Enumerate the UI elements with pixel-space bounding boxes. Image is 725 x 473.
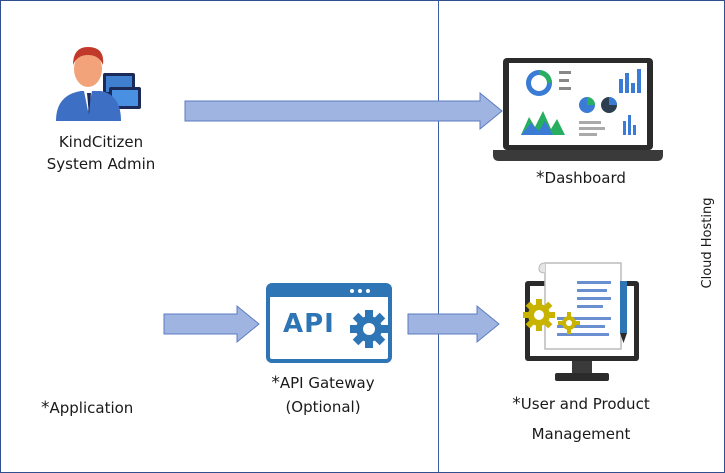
cloud-hosting-label: Cloud Hosting (700, 197, 715, 289)
admin-label-line1: KindCitizen (58, 133, 144, 151)
api-icon-text: API (283, 309, 335, 339)
api-gateway-label: *API Gateway (Optional) (253, 371, 393, 419)
user-product-asterisk: * (512, 394, 521, 414)
admin-person-icon (56, 47, 141, 121)
api-gateway-icon (266, 283, 392, 363)
api-gateway-label-line1: *API Gateway (253, 371, 393, 395)
arrow-api-to-user-management (407, 304, 500, 344)
dashboard-label: *Dashboard (511, 167, 651, 189)
user-product-label-line2: Management (531, 425, 631, 443)
dashboard-asterisk: * (536, 168, 545, 188)
application-asterisk: * (41, 398, 50, 418)
user-product-label-line1: *User and Product (496, 389, 666, 419)
api-gateway-asterisk: * (271, 373, 280, 393)
application-label-text: Application (49, 399, 134, 417)
admin-label-line2: System Admin (46, 155, 156, 173)
user-product-management-icon (523, 262, 639, 381)
user-product-management-label: *User and Product Management (496, 389, 666, 449)
arrow-application-to-api (163, 304, 260, 344)
api-gateway-label-line2: (Optional) (285, 398, 361, 416)
dashboard-label-text: Dashboard (544, 169, 626, 187)
api-gateway-label-text: API Gateway (279, 374, 375, 392)
application-label: *Application (41, 397, 151, 419)
dashboard-laptop-icon (493, 58, 663, 161)
arrow-admin-to-dashboard (184, 91, 503, 131)
cloud-boundary-line (438, 1, 439, 472)
admin-label: KindCitizen System Admin (41, 131, 161, 175)
user-product-label-text: User and Product (520, 395, 650, 413)
